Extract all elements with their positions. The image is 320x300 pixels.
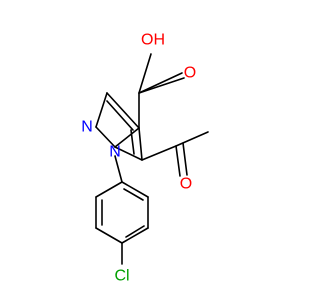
hydroxyl-label: OH [141,32,165,49]
chlorine-label: Cl [114,268,129,285]
bond-c3-c4 [106,92,140,129]
bond-c-oh [138,53,152,94]
bond-c5-c4 [138,127,143,161]
acid-carbonyl-oxygen-label: O [184,65,196,82]
bond-n1-phenyl [114,155,123,183]
bond-n1-c5 [114,146,143,161]
atom-labels: OH O N N O Cl [81,32,196,285]
bond-c4-c5 [114,127,140,148]
acetyl-oxygen-label: O [180,176,192,193]
bond-ph4-ph5 [121,227,149,244]
bond-c3-c4-inner [106,100,134,131]
bond-cacetyl-o-a [175,145,181,177]
chemical-structure: OH O N N O Cl [81,32,209,285]
pyrazole-n1-label: N [109,144,121,161]
bond-ph6-ph1 [121,181,149,198]
bond-ph1-ph2 [95,181,123,198]
bond-c-o-double-a [138,72,183,94]
bond-n2-c3 [95,92,108,128]
bond-ph-inner-2 [125,225,145,238]
bond-ph3-ph4 [95,227,123,244]
bonds [95,53,209,265]
pyrazole-n2-label: N [81,119,93,136]
bond-cacetyl-o-b [182,142,188,176]
bond-c-o-double-b [138,77,185,94]
bond-ph-inner-3 [123,188,144,201]
bond-c5-cacetyl [141,145,177,161]
bond-n2-n1 [95,126,116,148]
bond-cacetyl-ch3 [175,131,209,147]
bond-c5-c4-inner [130,129,135,155]
